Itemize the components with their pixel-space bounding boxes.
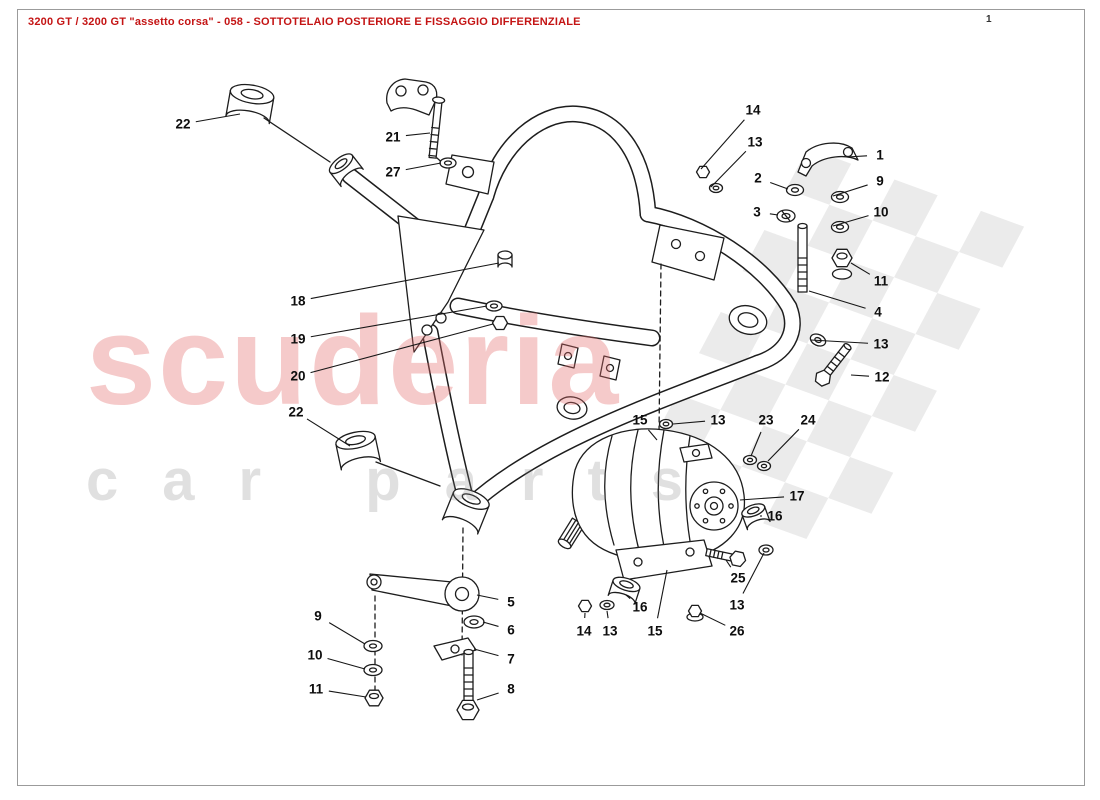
bracket-21 [386, 78, 438, 116]
stud-21 [428, 96, 446, 159]
bushing-16-left [607, 576, 641, 605]
page-title: 3200 GT / 3200 GT "assetto corsa" - 058 … [28, 16, 581, 28]
washer-13-bottom [599, 599, 615, 611]
nut-20 [491, 315, 509, 331]
spring-washer-3 [776, 209, 796, 223]
bracket-5 [366, 573, 480, 612]
upper-right-bracket [651, 224, 725, 281]
frame-tabs [557, 343, 621, 381]
washer-24 [756, 460, 772, 472]
bolt-12 [814, 343, 852, 387]
diff-bottom-bracket [615, 539, 713, 581]
washer-10-right [830, 220, 850, 234]
bushing-22-top [225, 83, 275, 125]
stud-4 [797, 222, 808, 293]
watermark-brand-text: scuderia [86, 290, 621, 431]
diff-cover [689, 481, 739, 531]
page-border [17, 9, 1085, 786]
nut-11-left [364, 689, 384, 707]
nut-26 [686, 604, 704, 622]
washer-9-left [363, 639, 383, 653]
bracket-1 [797, 142, 859, 177]
bolt-18 [497, 250, 513, 268]
bolt-8 [456, 648, 480, 721]
washer-10-left [363, 663, 383, 677]
nut-11-right [831, 248, 853, 280]
washer-6 [463, 615, 485, 629]
bushing-16-right [741, 503, 771, 531]
washer-13-diff-right [758, 544, 774, 556]
washer-13-center [658, 418, 674, 430]
corner-page-mark: 1 [986, 14, 992, 25]
differential [557, 428, 746, 581]
frame-bushing-lower [441, 488, 490, 535]
watermark-subtext: car parts [86, 448, 728, 513]
frame-ring-mounts [556, 304, 768, 420]
frame-plate-27 [445, 154, 495, 195]
nut-14-bottom [577, 599, 593, 613]
frame-bushing-upper [328, 153, 364, 188]
bolt-25 [705, 548, 747, 568]
washer-9-right [830, 190, 850, 204]
nut-14-top [695, 165, 711, 179]
washer-2 [785, 183, 805, 197]
diff-top-lug [679, 443, 713, 463]
washer-23 [742, 454, 758, 466]
